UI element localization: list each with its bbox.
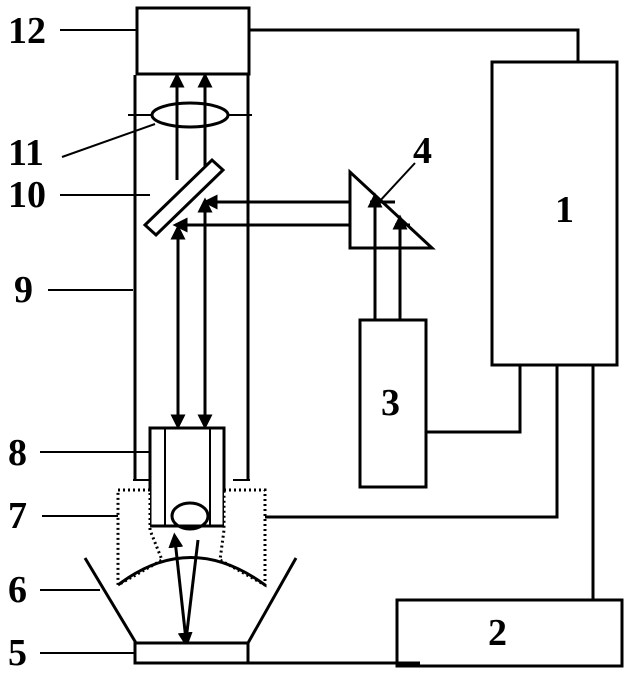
callout-leaders: [40, 29, 416, 654]
lens-11: [150, 101, 230, 129]
laser-box-3: [358, 318, 428, 489]
callout-10: 10: [8, 174, 46, 216]
detector-box-12: [135, 6, 251, 76]
block-label-1: 1: [555, 189, 574, 231]
funnel-6: [83, 557, 298, 644]
sample-beams: [168, 532, 200, 648]
sample-stage-5: [133, 641, 250, 665]
laser-beams: [367, 192, 408, 320]
callout-9: 9: [14, 269, 33, 311]
probe-8: [148, 426, 226, 531]
stage-controller-box-2: [395, 598, 624, 668]
block-label-2: 2: [488, 612, 507, 654]
upward-light-arrows: [169, 72, 213, 180]
callout-8: 8: [8, 432, 27, 474]
mirror-10: [142, 157, 226, 238]
prism-4: [348, 168, 436, 250]
tube-9: [133, 75, 250, 481]
controller-box-1: [490, 60, 619, 367]
block-label-3: 3: [381, 382, 400, 424]
callout-12: 12: [8, 10, 46, 52]
bidirectional-beams: [170, 197, 213, 430]
callout-4: 4: [413, 130, 432, 172]
callout-11: 11: [8, 132, 44, 174]
callout-6: 6: [8, 569, 27, 611]
wiring: [248, 28, 595, 665]
callout-5: 5: [8, 632, 27, 674]
callout-7: 7: [8, 495, 27, 537]
